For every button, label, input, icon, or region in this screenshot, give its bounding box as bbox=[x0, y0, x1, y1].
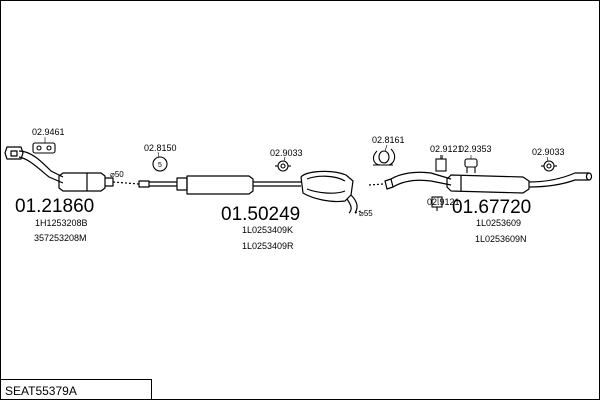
accessory-part-number: 02.9121 bbox=[430, 144, 463, 154]
oe-number: 1L0253609 bbox=[476, 218, 522, 228]
tailpipe-drawing bbox=[528, 172, 593, 188]
connector-marks bbox=[112, 181, 384, 214]
accessory-part-number: 02.9353 bbox=[459, 144, 492, 154]
rear-pipe-drawing bbox=[384, 171, 452, 190]
svg-text:5: 5 bbox=[158, 162, 162, 169]
clamp-icon bbox=[372, 148, 396, 166]
main-part-number: 01.21860 bbox=[15, 196, 95, 217]
oe-number: 1L0253409R bbox=[242, 241, 294, 251]
clamp-icon: 5 bbox=[152, 156, 168, 172]
oe-number: 1L0253609N bbox=[475, 234, 527, 244]
accessory-part-number: 02.8161 bbox=[372, 135, 405, 145]
exhaust-system-drawing: 5 bbox=[4, 137, 593, 214]
rubber-mount-icon bbox=[464, 158, 478, 173]
gasket-icon bbox=[32, 142, 56, 154]
bracket-icon bbox=[435, 155, 447, 172]
accessory-part-number: 02.9033 bbox=[270, 148, 303, 158]
front-pipe-drawing bbox=[4, 146, 64, 184]
pipe-diameter-label: ⌀55 bbox=[359, 209, 373, 218]
main-part-number: 01.67720 bbox=[452, 197, 532, 218]
front-silencer-drawing bbox=[300, 170, 358, 214]
middle-pipe-drawing bbox=[138, 180, 177, 188]
accessory-part-number: 02.9121 bbox=[427, 197, 460, 207]
middle-silencer-drawing bbox=[176, 175, 301, 195]
pipe-diameter-label: ⌀50 bbox=[110, 170, 124, 179]
rear-silencer-drawing bbox=[446, 174, 530, 194]
accessory-part-number: 02.9461 bbox=[32, 127, 65, 137]
diagram-code: SEAT55379A bbox=[5, 384, 77, 398]
oe-number: 1L0253409K bbox=[242, 225, 294, 235]
oe-number: 1H1253208B bbox=[35, 218, 88, 228]
accessory-part-number: 02.9033 bbox=[532, 147, 565, 157]
diagram-code-box: SEAT55379A bbox=[1, 379, 152, 400]
main-part-number: 01.50249 bbox=[221, 204, 301, 225]
catalytic-converter-drawing bbox=[58, 172, 114, 192]
accessory-part-number: 02.8150 bbox=[144, 143, 177, 153]
bracket-icon bbox=[431, 196, 443, 211]
rubber-hanger-icon bbox=[275, 160, 291, 172]
oe-number: 357253208M bbox=[34, 233, 87, 243]
rubber-hanger-icon bbox=[541, 160, 557, 172]
